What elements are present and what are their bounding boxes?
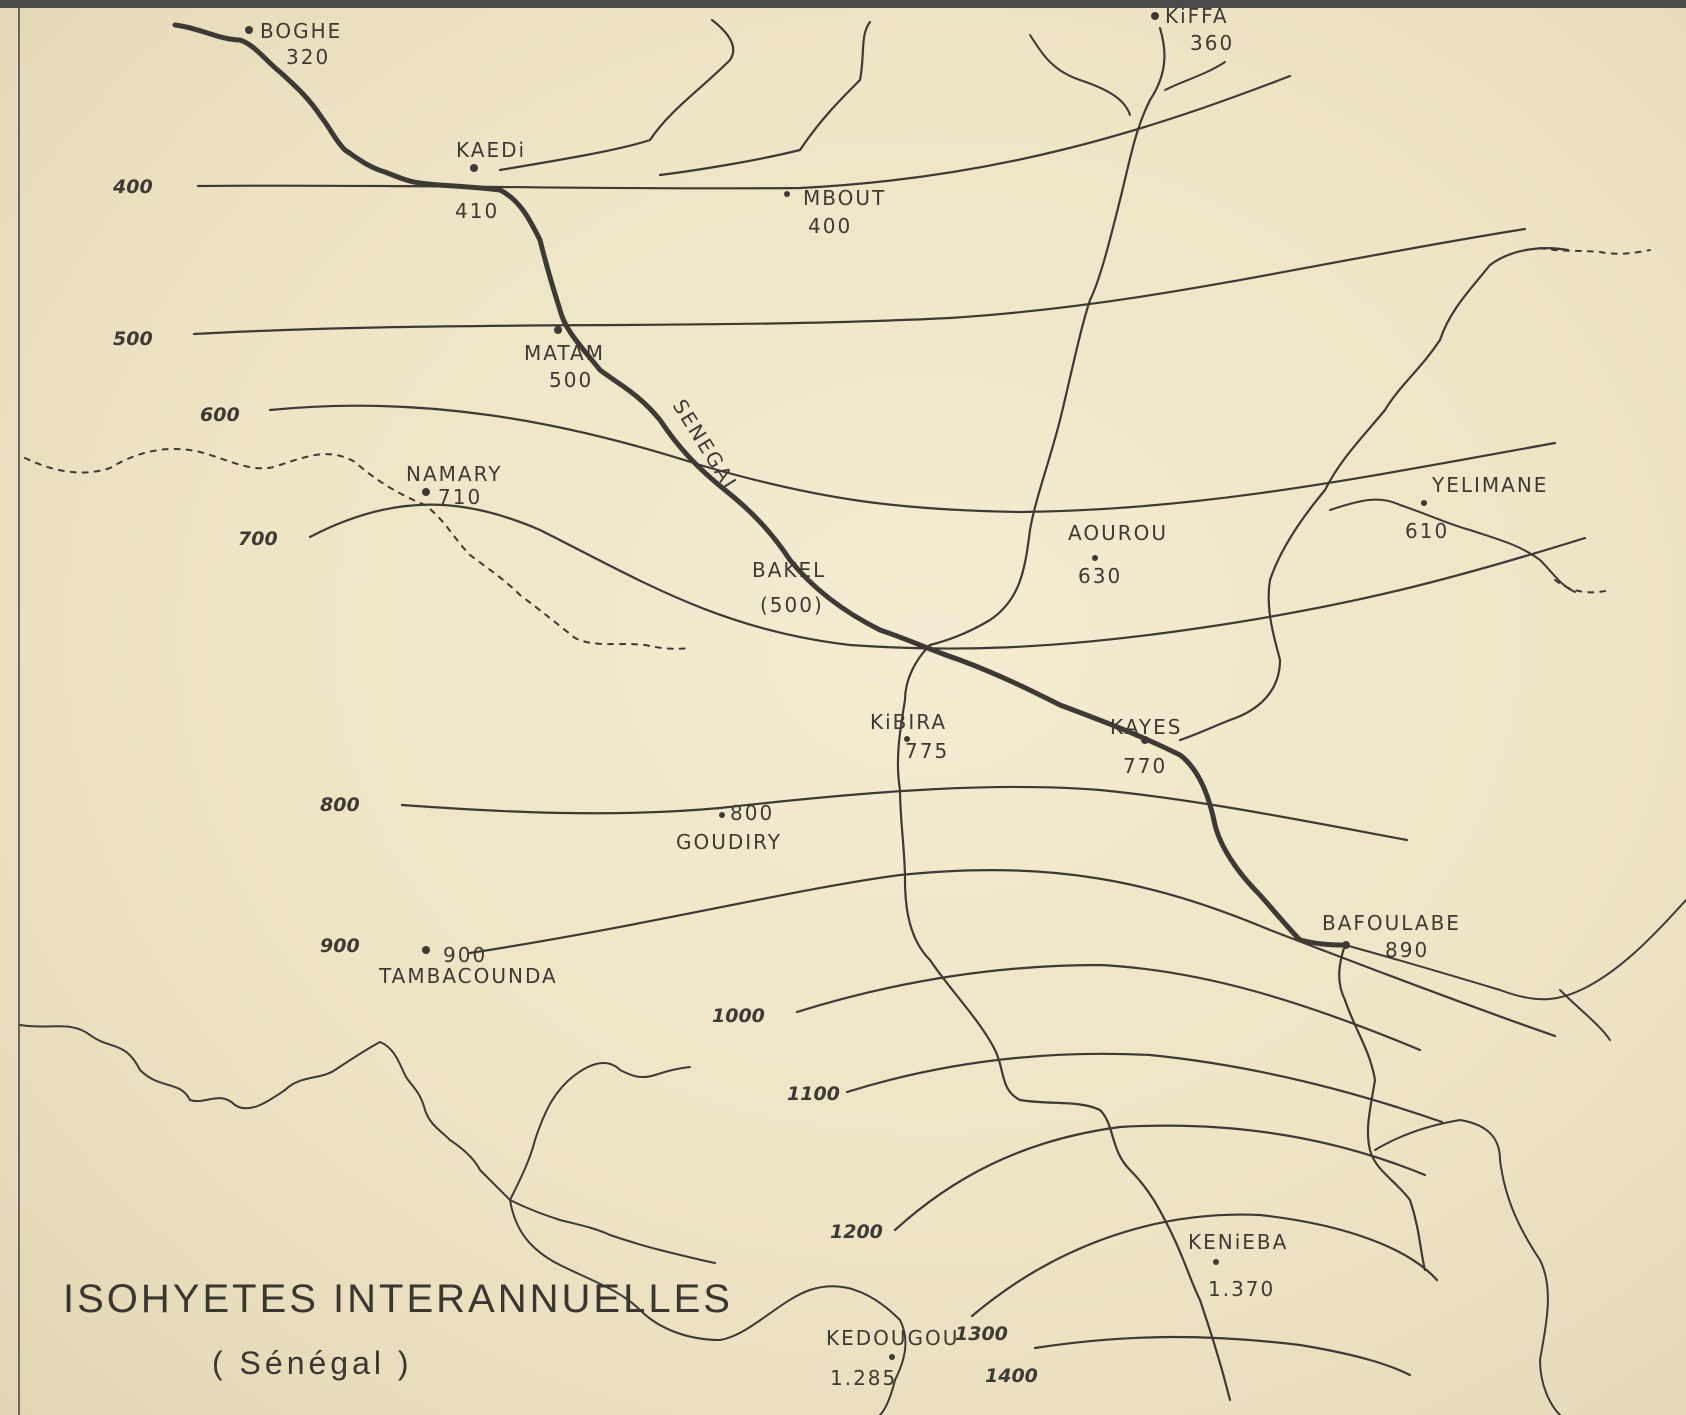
- bakoye-river: [1344, 899, 1686, 1001]
- station-dot-namary: [422, 488, 430, 496]
- station-name-aourou: AOUROU: [1068, 521, 1168, 545]
- station-name-kenieba: KENiEBA: [1188, 1230, 1288, 1254]
- isohyet-label-1200: 1200: [830, 1221, 883, 1243]
- station-value-boghe: 320: [286, 45, 330, 69]
- station-dots: [245, 12, 1427, 1360]
- station-dot-kaedi: [470, 164, 478, 172]
- isohyet-label-900: 900: [320, 935, 360, 957]
- isohyet-600-line: [268, 404, 1557, 514]
- station-value-tambacounda: 900: [443, 943, 487, 967]
- gambia-river: [509, 1062, 691, 1201]
- station-name-namary: NAMARY: [406, 462, 502, 486]
- gambia-river-south: [509, 1199, 716, 1264]
- station-value-kedougou: 1.285: [830, 1366, 897, 1390]
- kiffa-branch-west: [1029, 34, 1131, 116]
- isohyet-1200-line: [893, 1124, 1427, 1232]
- border-dotted-west: [24, 447, 691, 650]
- map-subtitle: ( Sénégal ): [212, 1345, 413, 1381]
- northern-tributary: [498, 18, 735, 172]
- isohyet-1000-line: [795, 963, 1422, 1052]
- station-value-mbout: 400: [808, 214, 852, 238]
- station-value-kenieba: 1.370: [1208, 1277, 1275, 1301]
- station-name-yelimane: YELIMANE: [1431, 473, 1548, 497]
- isohyet-label-800: 800: [320, 794, 360, 816]
- station-value-yelimane: 610: [1405, 519, 1449, 543]
- isohyet-1300-line: [970, 1213, 1439, 1318]
- yelimane-tributary: [1329, 498, 1576, 593]
- river-from-kiffa: [928, 26, 1166, 647]
- scan-frame-left: [18, 8, 20, 1415]
- station-name-goudiry: GOUDIRY: [676, 830, 782, 854]
- station-name-bafoulabe: BAFOULABE: [1322, 911, 1461, 935]
- station-name-kaedi: KAEDi: [456, 138, 526, 162]
- gambia-border: [19, 1024, 511, 1201]
- isohyet-label-500: 500: [113, 328, 153, 350]
- station-name-kedougou: KEDOUGOU: [826, 1326, 959, 1350]
- station-value-kibira: 775: [905, 739, 949, 763]
- isohyet-1100-line: [845, 1052, 1444, 1124]
- eastern-tributary: [1178, 247, 1570, 742]
- northern-tributary-2: [658, 20, 872, 177]
- station-dot-yelimane: [1421, 500, 1427, 506]
- station-name-tambacounda: TAMBACOUNDA: [378, 964, 558, 988]
- station-name-kayes: KAYES: [1110, 715, 1182, 739]
- station-dot-kiffa: [1151, 12, 1159, 20]
- isohyet-800-line: [400, 785, 1409, 842]
- isohyet-label-600: 600: [200, 404, 240, 426]
- station-value-kaedi: 410: [455, 199, 499, 223]
- isohyet-700-line: [308, 503, 1587, 650]
- station-name-matam: MATAM: [524, 341, 605, 365]
- station-dot-kayes: [1141, 736, 1149, 744]
- station-dot-matam: [554, 326, 562, 334]
- isohyet-1400-line: [1033, 1335, 1412, 1377]
- senegal-river: [172, 22, 1348, 948]
- east-southern-tributary: [1374, 1119, 1561, 1415]
- station-dot-goudiry: [719, 812, 725, 818]
- isohyet-label-1000: 1000: [712, 1005, 765, 1027]
- station-name-bakel: BAKEL: [752, 558, 826, 582]
- station-dot-boghe: [245, 26, 253, 34]
- isohyet-400-line: [196, 74, 1292, 190]
- station-dot-tambacounda: [422, 946, 430, 954]
- station-value-kiffa: 360: [1190, 31, 1234, 55]
- isohyet-900-line: [468, 869, 1557, 1038]
- map-title: ISOHYETES INTERANNUELLES: [63, 1277, 733, 1321]
- isohyet-label-1300: 1300: [955, 1323, 1008, 1345]
- station-value-matam: 500: [549, 368, 593, 392]
- station-name-kibira: KiBIRA: [870, 710, 947, 734]
- kibira-river: [896, 643, 1232, 1402]
- station-name-kiffa: KiFFA: [1165, 4, 1229, 28]
- isohyet-label-700: 700: [238, 528, 278, 550]
- station-dot-kedougou: [889, 1354, 895, 1360]
- station-value-goudiry: 800: [730, 801, 774, 825]
- station-dot-bafoulabe: [1342, 941, 1350, 949]
- station-value-namary: 710: [438, 485, 482, 509]
- station-dot-kenieba: [1213, 1259, 1219, 1265]
- station-value-aourou: 630: [1078, 564, 1122, 588]
- station-dot-kibira: [904, 736, 910, 742]
- border-dotted-east-2: [1554, 579, 1611, 594]
- station-value-bafoulabe: 890: [1385, 938, 1429, 962]
- kiffa-branch-east: [1164, 61, 1226, 91]
- station-value-bakel: (500): [760, 593, 824, 617]
- border-dotted-east: [1539, 247, 1651, 255]
- station-dot-aourou: [1092, 555, 1098, 561]
- station-value-kayes: 770: [1123, 754, 1167, 778]
- isohyet-label-1400: 1400: [985, 1365, 1038, 1387]
- station-name-mbout: MBOUT: [803, 186, 886, 210]
- isohyet-label-400: 400: [112, 176, 153, 198]
- bafing-river: [1338, 943, 1427, 1272]
- isohyet-label-1100: 1100: [787, 1083, 840, 1105]
- south-border: [509, 1199, 907, 1415]
- scan-frame-top: [0, 0, 1686, 8]
- isohyet-500-line: [192, 227, 1527, 336]
- bakoye-branch: [1559, 989, 1611, 1041]
- station-dot-mbout: [784, 191, 790, 197]
- station-name-boghe: BOGHE: [260, 19, 342, 43]
